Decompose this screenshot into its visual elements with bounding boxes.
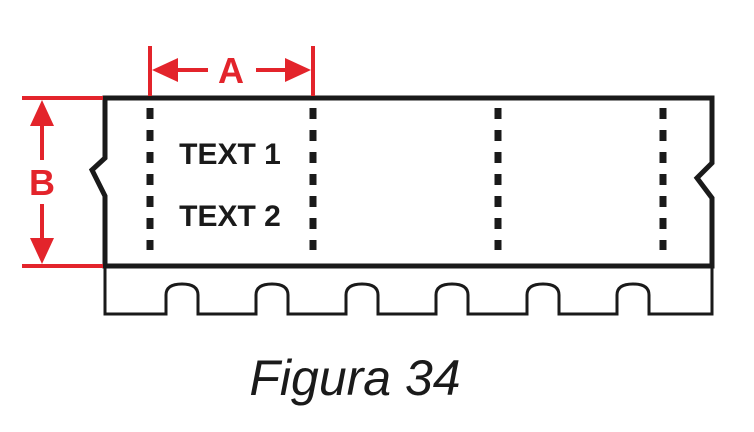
dimension-a: A bbox=[148, 46, 315, 96]
backing-liner bbox=[103, 266, 714, 316]
dimension-a-arrow-right bbox=[285, 58, 311, 82]
dimension-b-label: B bbox=[29, 162, 55, 203]
dimension-a-label: A bbox=[218, 50, 244, 91]
dimension-b: B bbox=[22, 96, 103, 268]
dimension-b-arrow-bottom bbox=[30, 238, 54, 264]
label-text-line-1: TEXT 1 bbox=[179, 138, 281, 171]
figure-caption: Figura 34 bbox=[249, 350, 460, 406]
label-text-line-2: TEXT 2 bbox=[179, 200, 281, 233]
dimension-a-arrow-left bbox=[152, 58, 178, 82]
dimension-b-arrow-top bbox=[30, 100, 54, 126]
label-strip-outline bbox=[88, 95, 715, 269]
